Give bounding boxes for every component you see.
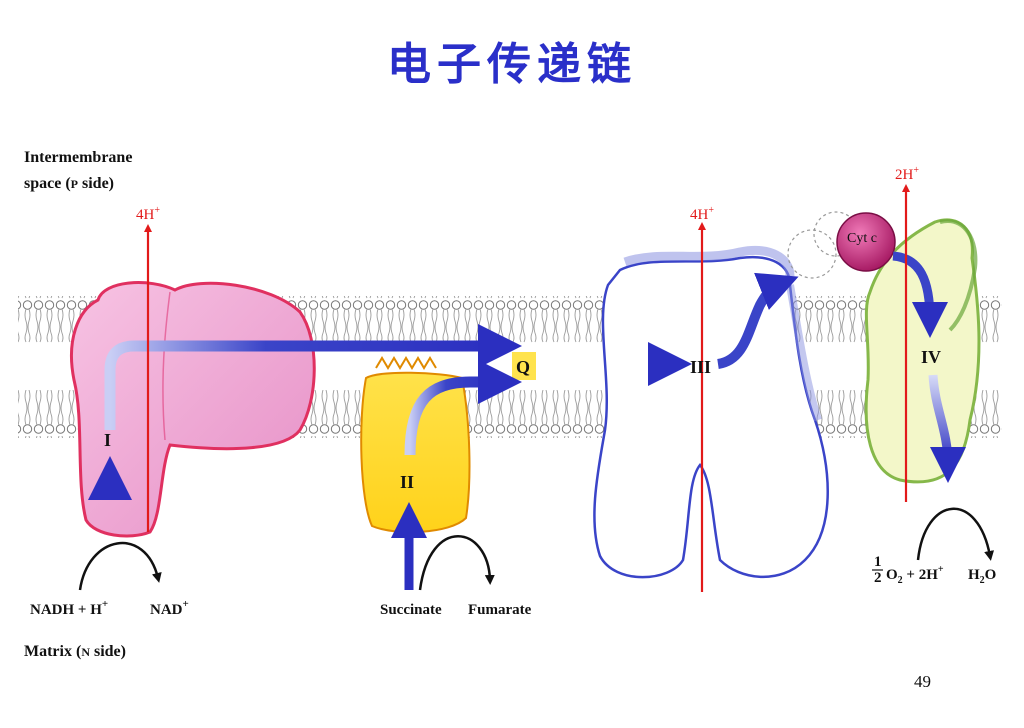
cyt-c-label: Cyt c [847,231,877,246]
proton-pump-arrows [144,184,910,592]
oxygen-reduction-equation: 1 2 O2 + 2H+ H2O [872,554,996,586]
svg-text:2: 2 [874,570,882,586]
page-number: 49 [914,672,931,691]
complex-iv-label: IV [921,347,941,367]
ubiquinone-label: Q [516,357,530,377]
oxygen-reaction-curve [916,507,995,561]
complex-ii-to-q-arrow [404,360,522,456]
succinate-label: Succinate [380,602,442,618]
slide-title: 电子传递链 [387,39,637,90]
intermembrane-label-line1: Intermembrane [24,149,132,166]
svg-text:H2O: H2O [968,567,996,586]
electron-flow-arrows [88,251,966,590]
cyt-c-to-complex-iv-arrow [892,251,948,338]
complex-iii-proton-label: 4H+ [690,205,714,223]
reaction-arrows [78,507,995,591]
nad-label: NAD+ [150,598,189,618]
complex-iv-proton-label: 2H+ [895,165,919,183]
complex-iv-to-oxygen-arrow [928,374,966,483]
succinate-reaction-curve [418,535,495,591]
cytochrome-c [787,211,896,279]
complex-iv [864,218,981,484]
nadh-label: NADH + H+ [30,598,108,618]
svg-text:O2 + 2H+: O2 + 2H+ [886,564,944,586]
svg-text:1: 1 [874,554,882,570]
complex-iii-to-cyt-c-arrow [716,272,799,369]
matrix-label: Matrix (N side) [24,643,126,660]
fumarate-label: Fumarate [468,602,532,618]
complex-i-proton-label: 4H+ [136,205,160,223]
complex-iii-label: III [690,357,711,377]
nadh-reaction-curve [78,541,162,591]
complex-i-label: I [104,430,111,450]
complex-ii-label: II [400,472,414,492]
complex-iii [593,246,829,579]
complex-i-to-q-arrow [104,324,522,430]
intermembrane-label-line2: space (P side) [24,175,114,192]
